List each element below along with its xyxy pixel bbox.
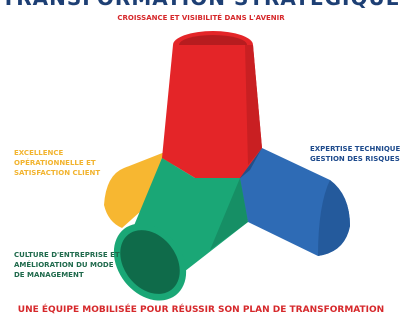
- branch-label-left: EXCELLENCE OPÉRATIONNELLE ET SATISFACTIO…: [14, 149, 101, 177]
- red-cup: [162, 31, 262, 178]
- page-title: TRANSFORMATION STRATÉGIQUE: [0, 0, 402, 10]
- blue-cup: [238, 148, 350, 256]
- branch-label-right: EXPERTISE TECHNIQUE ET GESTION DES RISQU…: [310, 145, 402, 163]
- diagram-caption: UNE ÉQUIPE MOBILISÉE POUR RÉUSSIR SON PL…: [17, 305, 385, 315]
- branch-label-bottom-left: CULTURE D'ENTREPRISE ET AMÉLIORATION DU …: [14, 251, 120, 279]
- green-cup: [113, 158, 248, 301]
- branch-label-top: CROISSANCE ET VISIBILITÉ DANS L'AVENIR: [117, 14, 285, 22]
